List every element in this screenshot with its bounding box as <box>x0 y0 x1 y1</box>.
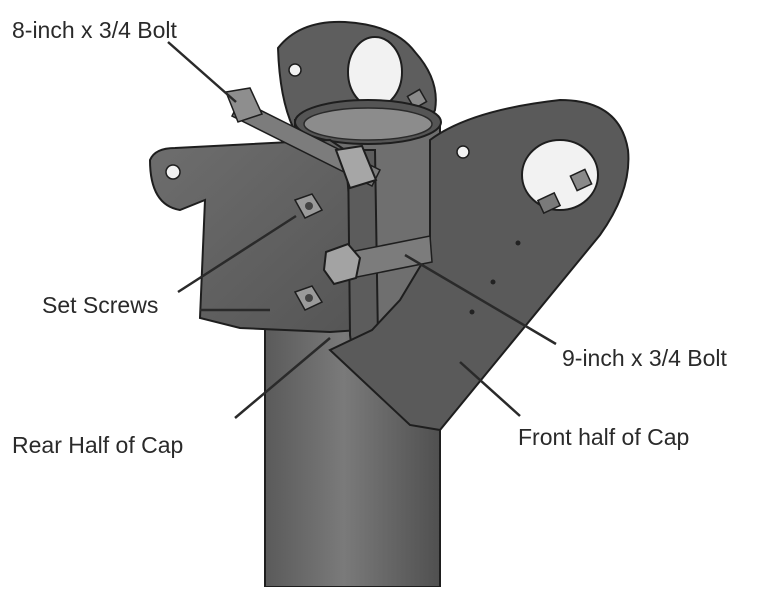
leader-rear-half <box>234 337 331 419</box>
leader-9inch-bolt <box>404 253 557 346</box>
leader-8inch-bolt <box>167 41 237 103</box>
label-9inch-bolt: 9-inch x 3/4 Bolt <box>562 345 727 371</box>
set-screw-lower <box>293 285 324 311</box>
front-half-cap-plate <box>328 98 630 432</box>
leader-front-half <box>459 361 521 417</box>
bolt-9inch <box>322 235 433 286</box>
label-front-half-of-cap: Front half of Cap <box>518 424 690 450</box>
label-set-screws: Set Screws <box>42 292 159 318</box>
label-rear-half-of-cap: Rear Half of Cap <box>12 432 184 458</box>
label-8inch-bolt: 8-inch x 3/4 Bolt <box>12 17 177 43</box>
set-screw-upper <box>293 193 324 219</box>
bolt-8inch <box>224 87 382 190</box>
leader-set-screw-upper <box>177 214 297 294</box>
leader-lines <box>167 41 557 419</box>
